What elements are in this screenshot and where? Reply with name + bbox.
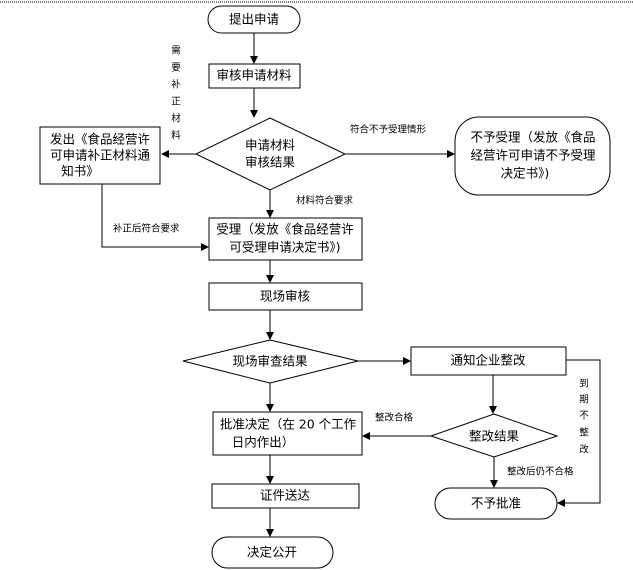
node-label: 证件送达 <box>260 488 311 503</box>
node-not-approve: 不予批准 <box>434 487 558 520</box>
node-label: 通知企业整改 <box>450 353 526 368</box>
label-char: 期 <box>579 395 589 406</box>
label-char: 材 <box>171 113 181 125</box>
label-line: 经营许可申请不予受理 <box>470 148 596 163</box>
node-label: 决定公开 <box>247 545 297 560</box>
node-label: 整改结果 <box>469 429 520 444</box>
label-line: 可申请补正材料通 <box>50 148 151 163</box>
label-char: 改 <box>579 444 589 456</box>
node-start: 提出申请 <box>207 5 301 34</box>
label-char: 补 <box>171 79 181 91</box>
edge-label-supplement-ok: 补正后符合要求 <box>113 223 180 235</box>
edge-label-meets-reject: 符合不予受理情形 <box>350 124 427 136</box>
node-review-label: 审核申请材料 <box>216 68 292 83</box>
label-char: 到 <box>579 378 589 390</box>
edge-label-materials-ok: 材料符合要求 <box>296 195 354 207</box>
label-line: 决定书》) <box>501 166 550 181</box>
node-start-label: 提出申请 <box>229 12 279 27</box>
node-rectify-result: 整改结果 <box>429 413 559 458</box>
node-approve: 批准决定（在 20 个工作 日内作出） <box>212 411 363 456</box>
label-line: 受理（发放《食品经营许 <box>216 222 354 237</box>
node-notify-rectify: 通知企业整改 <box>410 346 567 376</box>
node-label: 现场审核 <box>260 289 311 304</box>
arrow-overdue <box>557 359 601 507</box>
node-supplement-notice: 发出《食品经营许 可申请补正材料通 知书》 <box>39 126 161 185</box>
label-char: 整 <box>579 427 589 439</box>
label-line: 知书》 <box>61 164 99 179</box>
label-char: 不 <box>579 411 589 422</box>
label-line: 不予受理（发放《食品 <box>470 130 595 145</box>
label-line: 日内作出） <box>232 435 295 450</box>
label-line: 申请材料 <box>245 138 296 153</box>
label-line: 发出《食品经营许 <box>50 132 150 147</box>
arrow-supplement-accept <box>101 184 209 251</box>
node-label: 现场审查结果 <box>232 354 308 369</box>
node-label: 不予批准 <box>471 496 521 511</box>
label-char: 料 <box>171 130 181 142</box>
edge-label-rectify-fail: 整改后仍不合格 <box>507 466 574 478</box>
label-line: 审核结果 <box>245 155 296 170</box>
label-char: 正 <box>171 97 181 108</box>
node-accept: 受理（发放《食品经营许 可受理申请决定书》) <box>208 217 363 261</box>
label-char: 要 <box>171 63 181 74</box>
label-line: 可受理申请决定书》) <box>229 240 340 255</box>
edge-label-overdue: 到 期 不 整 改 <box>579 378 589 456</box>
edge-label-need-supplement: 需 要 补 正 材 料 <box>171 46 181 142</box>
node-review: 审核申请材料 <box>208 63 301 89</box>
node-reject-accept: 不予受理（发放《食品 经营许可申请不予受理 决定书》) <box>454 116 611 196</box>
label-char: 需 <box>171 46 181 57</box>
node-deliver: 证件送达 <box>211 483 360 509</box>
connectors <box>101 33 601 537</box>
label-line: 批准决定（在 20 个工作 <box>220 417 357 432</box>
edge-label-rectify-ok: 整改合格 <box>375 412 414 424</box>
node-onsite-review: 现场审核 <box>208 282 363 311</box>
node-publish: 决定公开 <box>211 536 334 569</box>
node-review-result: 申请材料 审核结果 <box>194 117 347 191</box>
node-onsite-result: 现场审查结果 <box>182 339 359 384</box>
